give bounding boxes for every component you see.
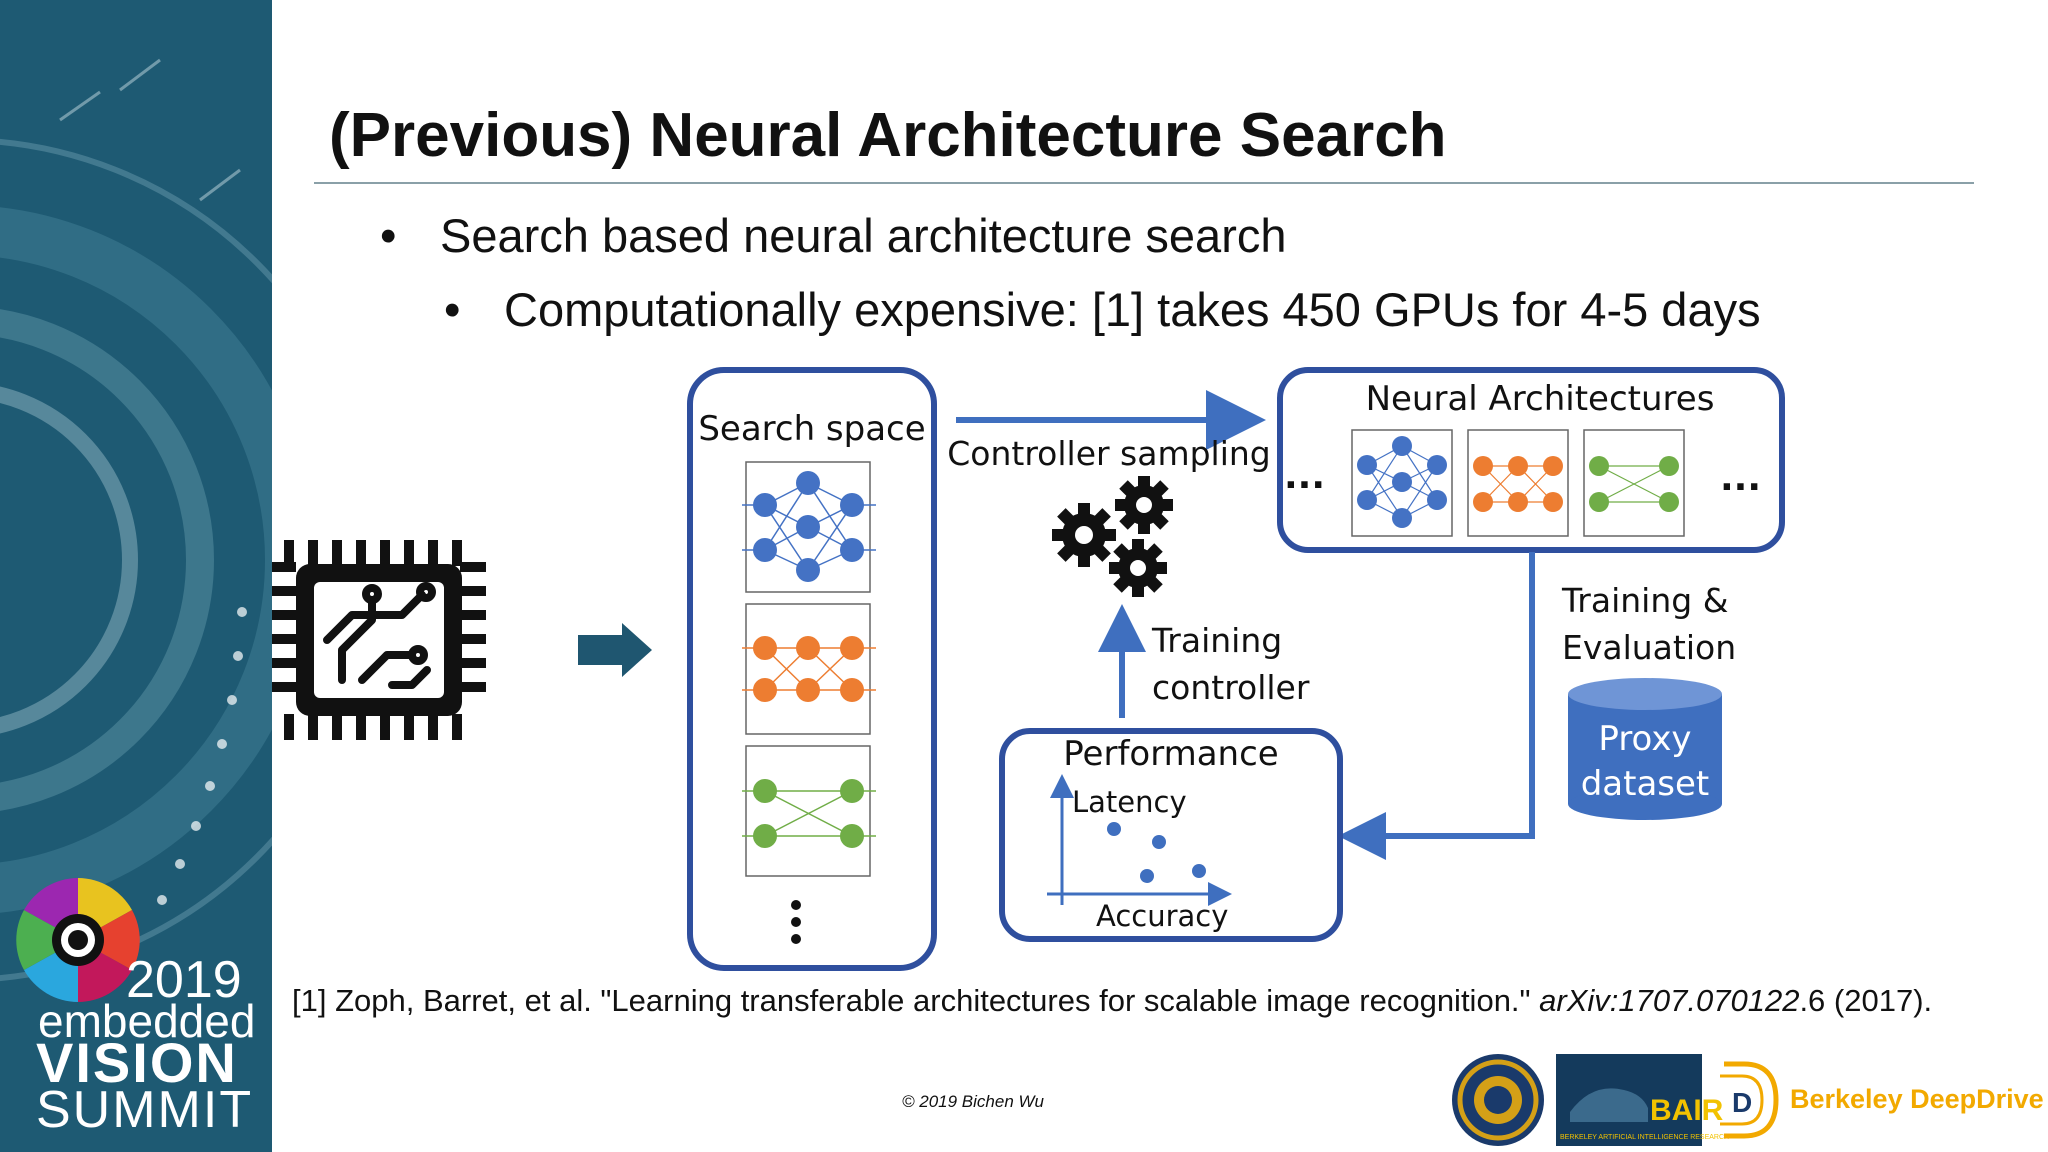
architecture-blue: [1351, 429, 1453, 537]
gears-icon: [1052, 476, 1173, 597]
orange-network-cell: [742, 603, 876, 735]
controller-sampling-label: Controller sampling: [947, 434, 1271, 473]
bullet-level-2: • Computationally expensive: [1] takes 45…: [444, 282, 1761, 337]
copyright-notice: © 2019 Bichen Wu: [902, 1092, 1044, 1111]
bullet-text: Computationally expensive: [1] takes 450…: [504, 283, 1761, 336]
bair-logo: BAIR BERKELEY ARTIFICIAL INTELLIGENCE RE…: [1556, 1054, 1729, 1146]
reference-suffix: .6 (2017).: [1799, 983, 1933, 1018]
bullet-text: Search based neural architecture search: [440, 209, 1287, 262]
training-evaluation-arrow: [1338, 552, 1535, 860]
uc-seal-icon: [1452, 1054, 1544, 1146]
bair-subtext: BERKELEY ARTIFICIAL INTELLIGENCE RESEARC…: [1560, 1134, 1729, 1141]
reference-prefix: [1] Zoph, Barret, et al. "Learning trans…: [292, 983, 1540, 1018]
bair-text: BAIR: [1650, 1094, 1724, 1127]
bullet-marker: •: [444, 283, 461, 336]
architecture-orange: [1467, 429, 1569, 537]
training-eval-label-1: Training &: [1561, 581, 1728, 620]
training-controller-label-2: controller: [1152, 668, 1310, 707]
sidebar-art: [0, 0, 272, 1152]
sidebar-year: 2019: [126, 951, 242, 1009]
performance-frame: [999, 728, 1343, 942]
deepdrive-logo-icon: D: [1720, 1061, 1779, 1139]
vertical-ellipsis-icon: [791, 900, 801, 944]
nas-diagram: Search space: [272, 367, 1785, 971]
training-eval-label-2: Evaluation: [1562, 628, 1736, 667]
chip-icon: [272, 540, 486, 740]
bullet-level-1: • Search based neural architecture search: [380, 208, 1286, 263]
deepdrive-letter: D: [1732, 1087, 1752, 1118]
bullet-marker: •: [380, 209, 397, 262]
chip-arrow: [578, 623, 652, 677]
reference-journal: arXiv:1707.070122: [1539, 983, 1800, 1018]
proxy-dataset-icon: [1568, 678, 1722, 820]
deepdrive-text: Berkeley DeepDrive: [1790, 1084, 2044, 1114]
training-controller-label-1: Training: [1151, 621, 1282, 660]
green-network-cell: [742, 745, 876, 877]
reference-citation: [1] Zoph, Barret, et al. "Learning trans…: [292, 983, 1932, 1019]
sidebar-vision: VISION: [36, 1031, 238, 1094]
proxy-label-1: Proxy: [1598, 719, 1691, 759]
summit-logo-icon: [16, 878, 140, 1002]
blue-network-cell: [742, 461, 876, 593]
performance-label: Performance: [1063, 734, 1278, 774]
title-divider: [314, 182, 1974, 184]
neural-architectures-label: Neural Architectures: [1366, 379, 1715, 419]
sidebar-banner: 2019 embedded VISION SUMMIT: [0, 0, 272, 1152]
accuracy-label: Accuracy: [1096, 899, 1228, 933]
proxy-label-2: dataset: [1581, 764, 1710, 804]
search-space-label: Search space: [698, 409, 925, 449]
ellipsis-right: ...: [1720, 458, 1761, 499]
slide-content: (Previous) Neural Architecture Search • S…: [272, 0, 2048, 1152]
architecture-green: [1583, 429, 1685, 537]
ellipsis-left: ...: [1284, 456, 1325, 497]
sidebar-embedded: embedded: [38, 995, 256, 1047]
latency-label: Latency: [1072, 785, 1187, 819]
performance-points: [1107, 822, 1206, 883]
slide-title: (Previous) Neural Architecture Search: [329, 101, 1447, 170]
sponsor-logos: BAIR BERKELEY ARTIFICIAL INTELLIGENCE RE…: [1452, 1054, 2044, 1146]
sidebar-summit: SUMMIT: [36, 1081, 254, 1139]
